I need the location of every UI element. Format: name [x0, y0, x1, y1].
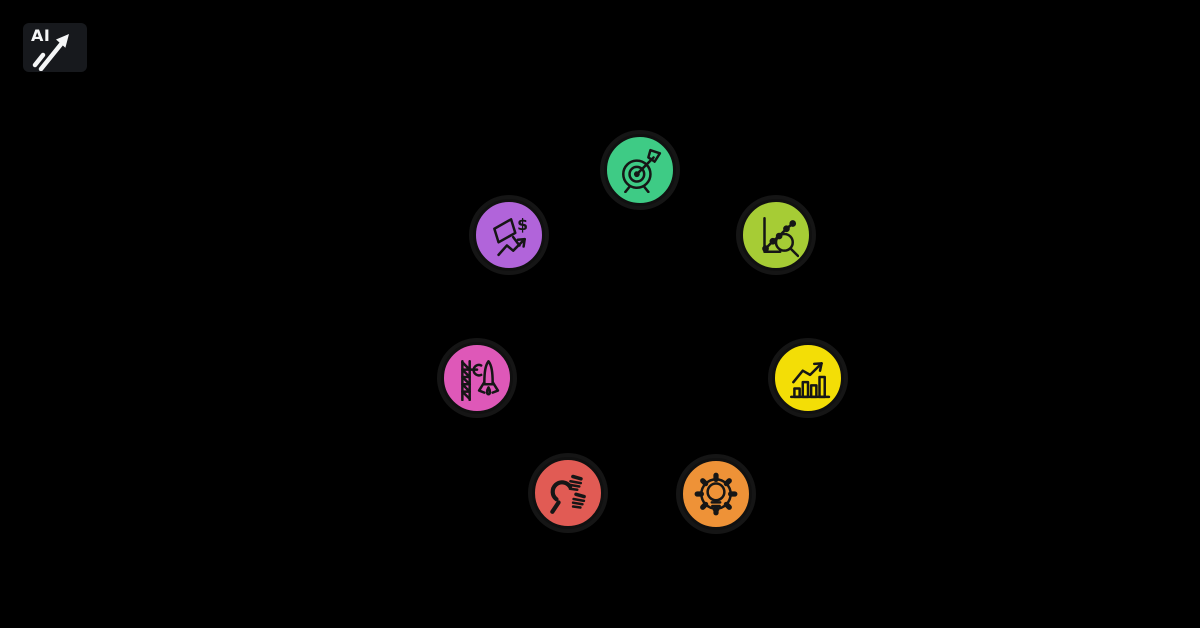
gear-lightbulb-icon: [694, 472, 738, 516]
dollar-sign-glyph: $: [517, 215, 528, 234]
growth-arrow-icon: [32, 34, 69, 71]
node-launch-circle: [441, 342, 513, 414]
node-tools-circle: [532, 457, 604, 529]
logo-text: AI: [31, 26, 51, 45]
target-arrow-icon: [622, 148, 662, 193]
wrench-screws-icon: [550, 474, 586, 514]
node-target-circle: [604, 134, 676, 206]
rocket-tower-icon: [461, 360, 500, 401]
node-analytics-circle: [740, 199, 812, 271]
bar-chart-arrow-icon: [790, 362, 831, 399]
node-marketing-circle: $: [473, 199, 545, 271]
node-growth-circle: [772, 342, 844, 414]
node-process-circle: [680, 458, 752, 530]
flag-dollar-arrow-icon: $: [493, 215, 528, 257]
logo: AI: [23, 23, 87, 72]
chart-magnifier-icon: [762, 217, 799, 258]
